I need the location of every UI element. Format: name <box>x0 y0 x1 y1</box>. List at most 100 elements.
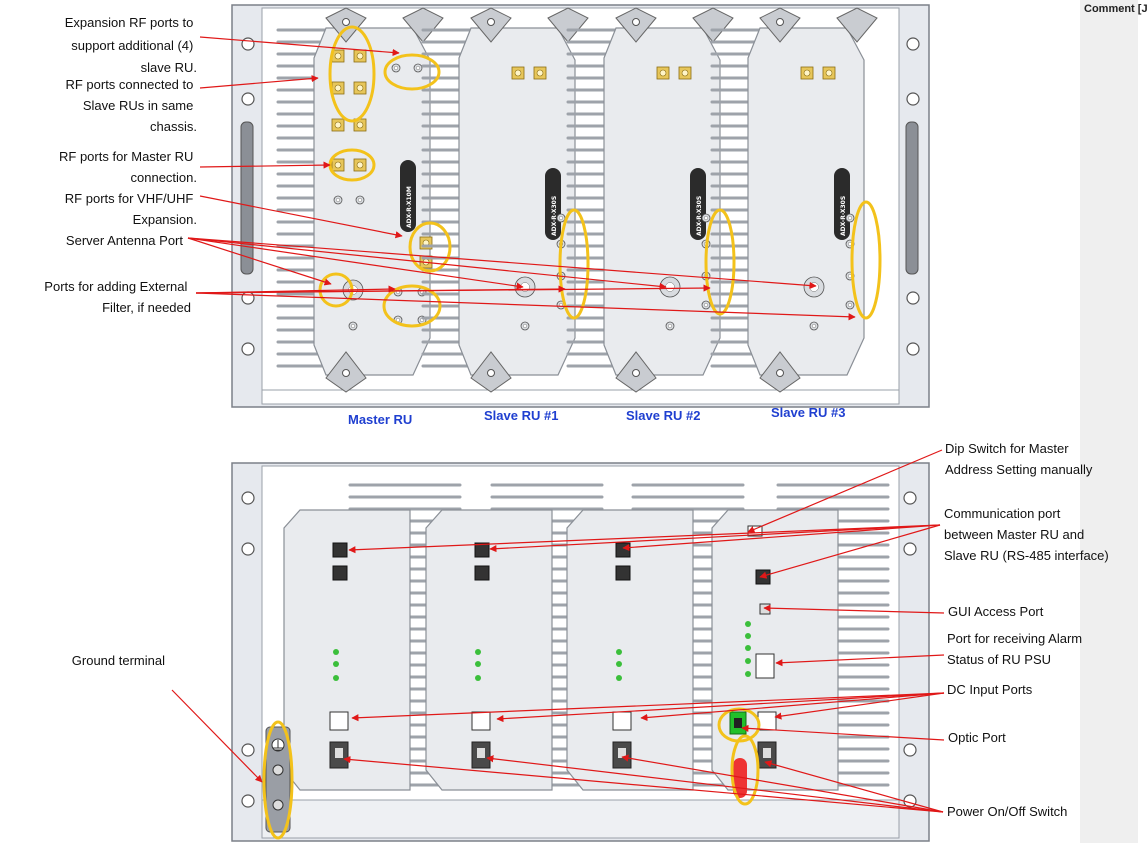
rj45-out <box>615 542 631 558</box>
callout-arrow <box>486 755 944 813</box>
callout-arrows <box>171 36 945 813</box>
module-faceplate <box>566 509 694 791</box>
callout-arrow <box>763 604 945 614</box>
module-name-pill <box>400 160 416 232</box>
callout-arrow <box>199 195 403 239</box>
highlight-ring <box>328 25 376 123</box>
rj45-in <box>474 565 490 581</box>
callout-arrow <box>621 754 944 813</box>
status-led <box>475 649 481 655</box>
status-led <box>616 661 622 667</box>
callout-arrow <box>764 760 944 813</box>
callout-external-filter-ports: Ports for adding External Filter, if nee… <box>44 279 191 315</box>
callout-server-antenna-port: Server Antenna Port <box>66 233 183 248</box>
status-led <box>745 645 751 651</box>
callout-arrow <box>199 36 400 57</box>
highlight-rings <box>262 25 882 840</box>
callout-arrow <box>343 755 944 813</box>
status-led <box>333 661 339 667</box>
callout-master-rf-ports: RF ports for Master RU connection. <box>59 149 197 185</box>
highlight-ring <box>704 208 736 316</box>
callout-communication-port: Communication port between Master RU and… <box>944 506 1109 563</box>
unit-label-master: Master RU <box>348 412 412 427</box>
callout-arrow <box>741 724 945 741</box>
callout-arrow <box>774 692 945 720</box>
unit-label-slave-2: Slave RU #2 <box>626 408 700 423</box>
rj45-in <box>332 565 348 581</box>
callout-dip-switch: Dip Switch for Master Address Setting ma… <box>945 441 1093 477</box>
dc-input-port <box>612 711 632 731</box>
highlight-ring <box>408 221 452 273</box>
mount-bracket <box>402 7 444 43</box>
callout-arrow <box>489 524 941 553</box>
status-led <box>616 675 622 681</box>
callout-arrow <box>640 692 945 722</box>
callout-power-switch: Power On/Off Switch <box>947 804 1067 819</box>
callout-arrow <box>759 524 941 579</box>
callout-arrow <box>199 161 331 169</box>
callout-gui-access-port: GUI Access Port <box>948 604 1044 619</box>
module-faceplate <box>425 509 553 791</box>
callout-ground-terminal: Ground terminal <box>72 653 165 668</box>
unit-label-slave-3: Slave RU #3 <box>771 405 845 420</box>
callout-arrow <box>348 524 941 554</box>
module-name-pill <box>690 168 706 240</box>
callout-dc-input-ports: DC Input Ports <box>947 682 1033 697</box>
bottom-module-1 <box>425 483 604 791</box>
status-led <box>333 649 339 655</box>
callout-arrow <box>351 692 945 722</box>
callout-arrow <box>622 524 941 552</box>
rj45-out <box>474 542 490 558</box>
callout-vhf-uhf-ports: RF ports for VHF/UHF Expansion. <box>65 191 197 227</box>
callout-expansion-rf-ports: Expansion RF ports to support additional… <box>65 15 197 75</box>
module-name: ADX-R-X10M <box>406 186 413 228</box>
module-faceplate <box>283 509 411 791</box>
mount-bracket <box>547 7 589 43</box>
mount-bracket <box>836 7 878 43</box>
callout-slave-rf-ports: RF ports connected to Slave RUs in same … <box>65 77 197 134</box>
highlight-ring <box>558 208 590 320</box>
module-name: ADX-R-X30S <box>696 196 703 236</box>
bottom-modules <box>283 483 890 798</box>
module-faceplate <box>458 27 576 376</box>
module-name: ADX-R-X30S <box>551 196 558 236</box>
status-led <box>745 671 751 677</box>
status-led <box>745 658 751 664</box>
rj45-rs485 <box>755 569 771 585</box>
dc-input-port <box>329 711 349 731</box>
callout-arrow <box>187 237 332 286</box>
callout-arrow <box>187 237 667 290</box>
unit-label-slave-1: Slave RU #1 <box>484 408 558 423</box>
dc-input-port <box>757 711 777 731</box>
callout-arrow <box>496 692 945 723</box>
callout-arrow <box>187 237 817 290</box>
callout-optic-port: Optic Port <box>948 730 1006 745</box>
ru-chassis-diagram: ADX-R-X10M ADX-R-X30S ADX-R-X30S ADX-R-X30S… <box>44 4 1109 842</box>
module-name: ADX-R-X30S <box>840 196 847 236</box>
psu-alarm-port <box>755 653 775 679</box>
highlight-ring <box>383 53 441 91</box>
status-led <box>333 675 339 681</box>
rj45-out <box>332 542 348 558</box>
usb-gui-port <box>759 603 771 615</box>
status-led <box>616 649 622 655</box>
comment-sidebar: Comment [J <box>1080 0 1148 843</box>
comment-title: Comment [J <box>1084 3 1148 15</box>
callout-arrow <box>747 449 943 533</box>
module-name-pill <box>834 168 850 240</box>
highlight-ring <box>382 284 442 328</box>
callout-arrow <box>775 654 945 667</box>
status-led <box>475 661 481 667</box>
callout-arrow <box>187 237 524 290</box>
status-led <box>745 633 751 639</box>
highlight-ring <box>850 200 882 320</box>
top-module-3: ADX-R-X30S <box>710 7 878 393</box>
callout-arrow <box>171 689 263 783</box>
module-faceplate <box>747 27 865 376</box>
ground-terminal <box>265 726 291 833</box>
callout-psu-alarm-port: Port for receiving Alarm Status of RU PS… <box>947 631 1086 667</box>
dc-input-port <box>471 711 491 731</box>
callout-arrow <box>199 74 319 89</box>
status-led <box>745 621 751 627</box>
callout-arrow <box>195 284 711 294</box>
